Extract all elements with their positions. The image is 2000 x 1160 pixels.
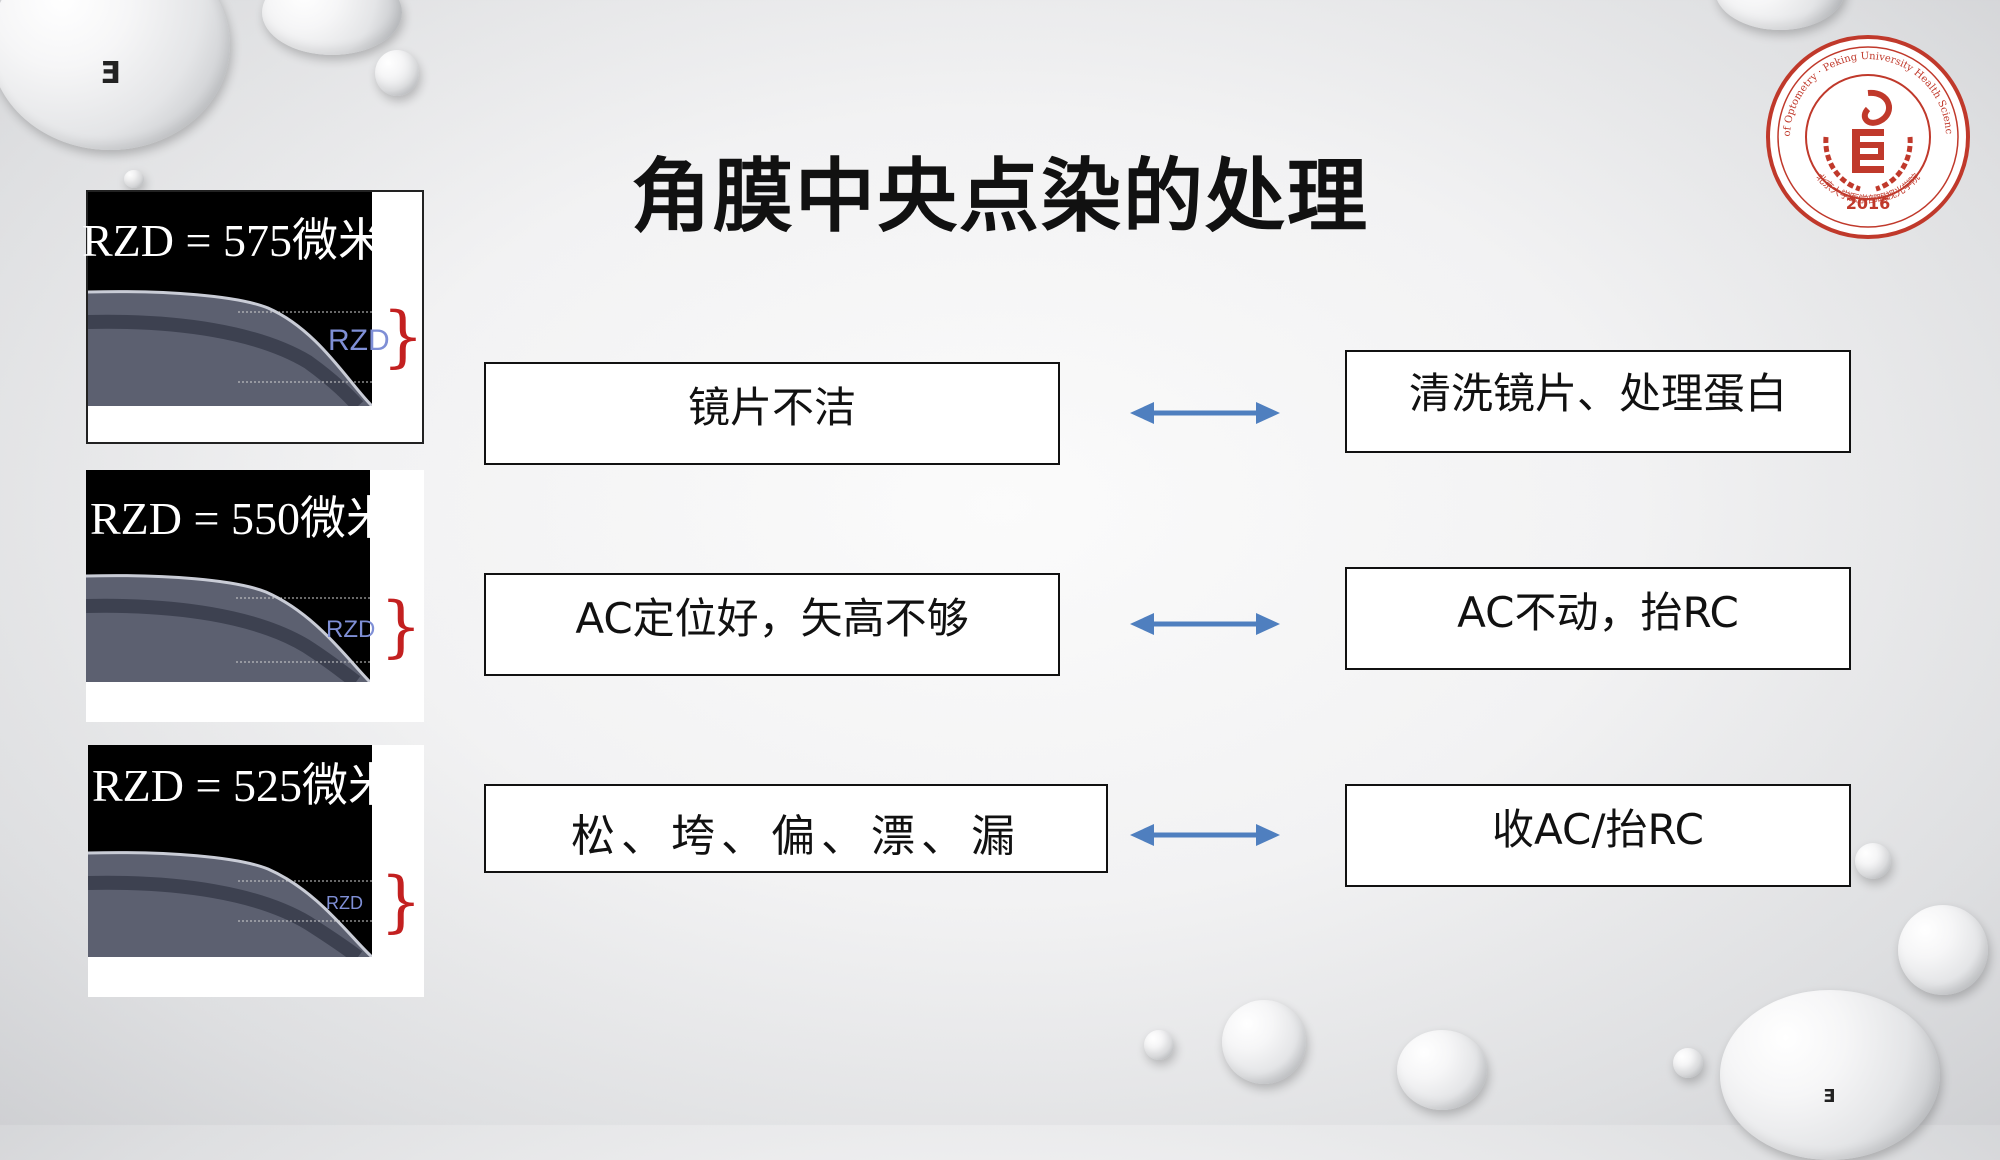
lens-1-brace: } bbox=[382, 298, 424, 375]
lens-3-brace: } bbox=[380, 863, 422, 940]
droplet-bottom-right-tiny bbox=[1673, 1048, 1703, 1078]
lens-1-rzd-label: RZD bbox=[328, 324, 390, 357]
oct-image-1 bbox=[88, 192, 372, 406]
oct-image-3 bbox=[88, 745, 372, 957]
droplet-right-small bbox=[1855, 843, 1891, 879]
seal-year: 2016 bbox=[1846, 194, 1891, 213]
droplet-bottom-center bbox=[1222, 1000, 1306, 1084]
college-seal-logo: College of Optometry · Peking University… bbox=[1760, 25, 1972, 241]
lens-thumbnail-1: RZD = 575微米 RZD } bbox=[82, 190, 424, 444]
droplet-tiny-left bbox=[124, 170, 144, 188]
droplet-top-left-small bbox=[375, 50, 419, 96]
solution-text-2: AC不动，抬RC bbox=[1457, 588, 1739, 637]
corner-mark-bottom-right: Ǝ bbox=[1823, 1086, 1836, 1107]
lens-2-brace: } bbox=[380, 588, 422, 665]
corner-mark-top-left: Ǝ bbox=[100, 56, 121, 91]
double-arrow-icon-1 bbox=[1130, 402, 1280, 424]
solution-box-1: 清洗镜片、处理蛋白 bbox=[1345, 350, 1851, 453]
lens-3-rzd-label: RZD bbox=[326, 893, 363, 913]
lens-2-rzd-label: RZD bbox=[326, 616, 376, 643]
solution-text-1: 清洗镜片、处理蛋白 bbox=[1408, 369, 1787, 418]
solution-box-3: 收AC/抬RC bbox=[1345, 784, 1851, 887]
solution-text-3: 收AC/抬RC bbox=[1492, 805, 1704, 854]
problem-text-1: 镜片不洁 bbox=[687, 383, 856, 432]
lens-thumbnail-3: RZD = 525微米 RZD } bbox=[88, 745, 424, 997]
droplet-bottom-center-2 bbox=[1397, 1030, 1487, 1110]
droplet-top-right bbox=[1715, 0, 1845, 30]
oct-image-2 bbox=[86, 470, 370, 682]
problem-text-3: 松、垮、偏、漂、漏 bbox=[571, 811, 1021, 862]
droplet-right-medium bbox=[1898, 905, 1988, 995]
lens-3-title: RZD = 525微米 bbox=[92, 760, 374, 811]
problem-text-2: AC定位好，矢高不够 bbox=[575, 594, 969, 643]
problem-box-1: 镜片不洁 bbox=[484, 362, 1060, 465]
double-arrow-icon-2 bbox=[1130, 613, 1280, 635]
problem-box-2: AC定位好，矢高不够 bbox=[484, 573, 1060, 676]
lens-2-title: RZD = 550微米 bbox=[90, 493, 372, 544]
slide-title: 角膜中央点染的处理 bbox=[631, 150, 1369, 243]
droplet-bottom-center-tiny bbox=[1144, 1030, 1174, 1060]
solution-box-2: AC不动，抬RC bbox=[1345, 567, 1851, 670]
droplet-bottom-right-large bbox=[1720, 990, 1940, 1160]
lens-thumbnail-2: RZD = 550微米 RZD } bbox=[86, 470, 424, 722]
lens-1-title: RZD = 575微米 bbox=[82, 215, 378, 266]
problem-box-3: 松、垮、偏、漂、漏 bbox=[484, 784, 1108, 873]
droplet-top-left-2 bbox=[262, 0, 402, 55]
double-arrow-icon-3 bbox=[1130, 824, 1280, 846]
